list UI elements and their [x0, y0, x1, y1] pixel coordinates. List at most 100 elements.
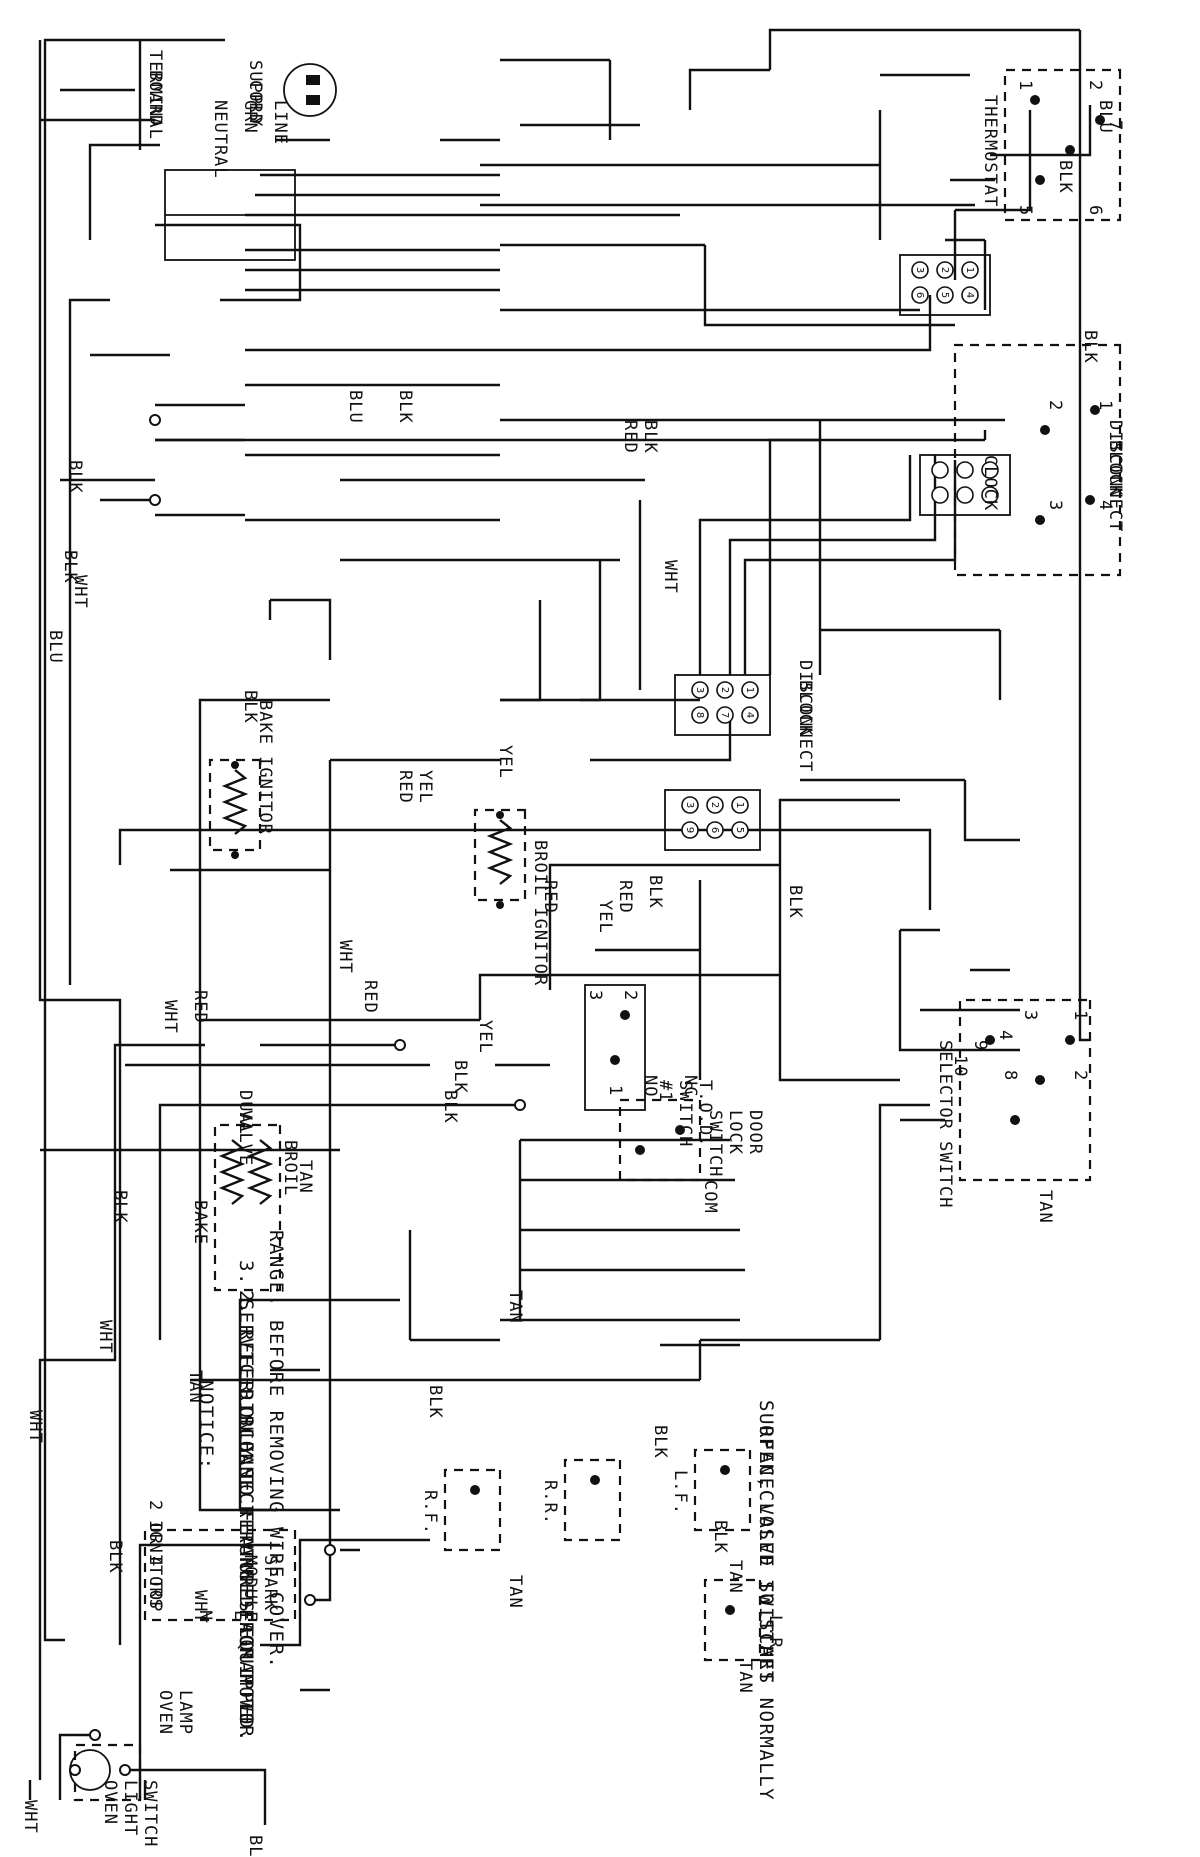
pin-label: 3 [914, 267, 925, 273]
terminal-nc: NC [680, 1075, 700, 1097]
broil-label: BROIL [280, 1140, 300, 1196]
wire-label: YEL [595, 900, 615, 934]
wire-label: TAN [295, 1160, 315, 1194]
pin-label: 4 [744, 712, 755, 718]
notice-line-1: 1. DISCONNECT RANGE FROM POWER [235, 1350, 257, 1738]
surface-valve-note: SURFACE VALVE SWITCHES NORMALLY [755, 1400, 777, 1801]
tod-switch-box [584, 984, 646, 1111]
dual-valve-label: VALVE [235, 1110, 255, 1166]
wire-label: RED [615, 880, 635, 914]
notice-title: NOTICE: [195, 1380, 217, 1471]
pin-label: 1 [734, 802, 745, 808]
disconnect-pin-numbers: 1 2 3 4 5 6 1 2 3 4 7 8 1 2 3 5 6 9 [684, 267, 975, 833]
top-ignitors-label: IGNITORS [145, 1520, 165, 1610]
oven-lamp-label: LAMP [175, 1690, 195, 1735]
wire-label: YEL [495, 745, 515, 779]
clock-pin: 2 [1045, 400, 1065, 411]
notice-line-5: RANGE. [265, 1230, 287, 1308]
thermostat-pin: 2 [1085, 80, 1105, 91]
wire-label: BLK [425, 1385, 445, 1419]
wire-color-labels: BLK BLK BLK BLU WHT BLK RED YEL BLU BLK … [20, 100, 1115, 1857]
wire-label: BLK [110, 1190, 130, 1224]
wire-label: WHT [70, 575, 90, 609]
wire-label: TAN [505, 1575, 525, 1609]
pin-label: 6 [709, 827, 720, 833]
broil-ignitor-box [473, 808, 527, 902]
pin-label: 9 [684, 827, 695, 833]
bake-ignitor-label: BAKE IGNITOR [255, 700, 275, 835]
wire-label: TAN [1035, 1190, 1055, 1224]
wire-label: TAN [735, 1660, 755, 1694]
wire-label: BLU [45, 630, 65, 664]
terminal-n: N [195, 1610, 215, 1621]
wire-label: BLK [105, 1540, 125, 1574]
pin-label: 2 [709, 802, 720, 808]
selector-pin: 3 [1020, 1010, 1040, 1021]
pin-label: 7 [719, 712, 730, 718]
switch-label-lf: L.F. [670, 1470, 690, 1515]
terminal-labels: NC NO COM L N 1 2 3 4 8 9 10 2 3 1 1 2 5… [195, 80, 1125, 1621]
door-lock-switch-label: SWITCH [705, 1110, 725, 1177]
disconnect-block-label: BLOCK [1105, 440, 1125, 496]
wire-label: WHT [20, 1800, 40, 1834]
broil-ignitor-icon [486, 819, 514, 885]
bake-ignitor-icon [221, 769, 249, 835]
selector-pin: 10 [950, 1055, 970, 1077]
wire-label: BLU [345, 390, 365, 424]
wire-label: BLK [640, 420, 660, 454]
thermostat-box [1003, 68, 1122, 222]
wire-label: WHT [95, 1320, 115, 1354]
cord-leg-line: LINE [270, 100, 290, 145]
tod-switch-label: T.O.D. [695, 1080, 715, 1147]
disconnect-block-label: DISCONNECT [1105, 420, 1125, 532]
door-lock-switch-box [618, 1098, 702, 1182]
wire-label: BLK [395, 390, 415, 424]
thermostat-label: THERMOSTAT [980, 95, 1000, 207]
dual-valve-box [213, 1123, 282, 1292]
oven-light-switch-label: LIGHT [120, 1780, 140, 1836]
clock-label: CLOCK [980, 455, 1000, 511]
tod-switch-label: SWITCH [675, 1080, 695, 1147]
wire-label: BLK [1080, 330, 1100, 364]
wire-label: TAN [185, 1370, 205, 1404]
tod-pin: 1 [605, 1085, 625, 1096]
thermostat-pin: 6 [1085, 205, 1105, 216]
tod-switch-label: #1 [655, 1080, 675, 1102]
switch-label-rr: R.R. [540, 1480, 560, 1525]
wire-label: BLK [785, 885, 805, 919]
broil-element-icon [246, 1139, 274, 1205]
selector-pin: 4 [995, 1030, 1015, 1041]
wire-label: RED [540, 880, 560, 914]
tod-pin: 3 [585, 990, 605, 1001]
pin-label: 6 [914, 292, 925, 298]
terminal-l: L [230, 1610, 250, 1621]
tod-pin: 2 [620, 990, 640, 1001]
clock-box [953, 343, 1122, 577]
spark-module-label: MODULE [240, 1555, 260, 1622]
component-labels: OVEN LIGHT SWITCH OVEN LAMP SELECTOR SWI… [100, 50, 1125, 1847]
wire-label: BLK [440, 1090, 460, 1124]
terminal-com: COM [700, 1180, 720, 1214]
cord-leg-grn: GRN [240, 100, 260, 134]
switch-label-lr: L.R. [765, 1615, 785, 1660]
clock-pin: 4 [1095, 500, 1115, 511]
spark-module-label: SPARK [260, 1555, 280, 1611]
heating-elements [218, 769, 514, 1205]
pin-label: 3 [684, 802, 695, 808]
notice: NOTICE: 1. DISCONNECT RANGE FROM POWER B… [195, 1230, 287, 1743]
pin-label: 2 [719, 687, 730, 693]
pin-label: 1 [964, 267, 975, 273]
wire-label: BLK [60, 550, 80, 584]
supply-cord-label: SUPPLY [245, 60, 265, 127]
selector-switch-label: SELECTOR SWITCH [935, 1040, 955, 1209]
pin-label: 2 [939, 267, 950, 273]
selector-pin: 9 [970, 1040, 990, 1051]
disconnect-block-b [674, 674, 771, 736]
notice-line-2: BEFORE REMOVING WIRE COVER. [265, 1320, 287, 1669]
wire-label: BLK [1055, 160, 1075, 194]
wire-label: BLK [645, 875, 665, 909]
thermostat-pin: 1 [1015, 80, 1035, 91]
